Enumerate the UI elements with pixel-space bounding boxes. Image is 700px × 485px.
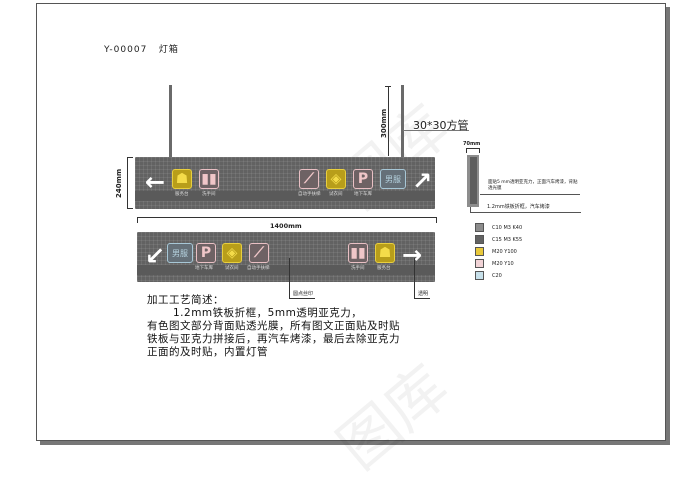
arrow-up-right-icon: ↗ bbox=[412, 167, 433, 195]
sign-band bbox=[137, 265, 435, 275]
arrow-right-icon: → bbox=[402, 241, 423, 269]
swatch bbox=[475, 223, 484, 232]
arrow-left-icon: ← bbox=[145, 168, 166, 196]
legend-label: C10 M3 K40 bbox=[492, 224, 523, 231]
sign-height-dimension-line bbox=[127, 157, 128, 209]
dim-tick bbox=[385, 86, 391, 87]
tube-callout-line bbox=[403, 130, 469, 131]
callout-line bbox=[289, 258, 290, 298]
process-notes: 加工工艺简述： 1.2mm铁板折框，5mm透明亚克力， 有色图文部分背面贴透光膜… bbox=[147, 294, 400, 359]
legend-label: C20 bbox=[492, 272, 502, 279]
service-desk-icon: ☗ bbox=[172, 169, 192, 189]
callout-line bbox=[480, 194, 580, 195]
restroom-icon: ▮▮ bbox=[348, 243, 368, 263]
caption: 地下车库 bbox=[354, 192, 372, 197]
fitting-room-icon: ◈ bbox=[222, 243, 242, 263]
drawing-code: Y-00007 bbox=[104, 45, 148, 55]
depth-label: 70mm bbox=[463, 141, 481, 147]
tube-label: 30*30方管 bbox=[413, 119, 469, 132]
caption: 自动手扶梯 bbox=[298, 192, 321, 197]
caption: 试衣间 bbox=[225, 266, 239, 271]
legend-item: C15 M3 K55 bbox=[475, 235, 522, 244]
notes-line: 有色图文部分背面贴透光膜，所有图文正面贴及时贴 bbox=[147, 320, 400, 332]
sign-band bbox=[135, 191, 435, 201]
caption: 洗手间 bbox=[351, 266, 365, 271]
color-legend: C10 M3 K40 C15 M3 K55 M20 Y100 M20 Y10 C… bbox=[475, 223, 555, 283]
notes-heading: 加工工艺简述： bbox=[147, 294, 224, 306]
drawing-frame bbox=[36, 3, 666, 441]
fitting-room-icon: ◈ bbox=[326, 169, 346, 189]
pole-height-label: 300mm bbox=[380, 108, 388, 138]
escalator-icon: ⟋ bbox=[299, 169, 319, 189]
front-panel-note: 面贴5 mm透明亚克力，正面汽车烤漆，背贴透光膜 bbox=[488, 180, 578, 191]
callout-line bbox=[414, 258, 415, 298]
sign-width-dimension-line bbox=[137, 217, 437, 223]
dim-tick bbox=[127, 157, 133, 158]
side-view-frame bbox=[467, 155, 479, 207]
legend-label: M20 Y10 bbox=[492, 260, 514, 267]
caption: 地下车库 bbox=[195, 266, 213, 271]
escalator-icon: ⟋ bbox=[249, 243, 269, 263]
dot-print-callout: 圆点丝印 bbox=[289, 290, 316, 299]
legend-label: C15 M3 K55 bbox=[492, 236, 523, 243]
legend-label: M20 Y100 bbox=[492, 248, 517, 255]
legend-item: C20 bbox=[475, 271, 502, 280]
caption: 自动手扶梯 bbox=[247, 266, 270, 271]
sign-width-label: 1400mm bbox=[270, 222, 302, 230]
hanging-pole-right bbox=[401, 85, 404, 157]
caption: 洗手间 bbox=[202, 192, 216, 197]
notes-line: 铁板与亚克力拼接后，再汽车烤漆，最后去除亚克力 bbox=[147, 333, 400, 345]
swatch bbox=[475, 247, 484, 256]
legend-item: C10 M3 K40 bbox=[475, 223, 522, 232]
pole-height-dimension-line bbox=[388, 86, 389, 156]
swatch bbox=[475, 271, 484, 280]
depth-dimension bbox=[466, 148, 480, 153]
drawing-title: Y-00007 灯箱 bbox=[104, 42, 179, 55]
caption: 服务台 bbox=[377, 266, 391, 271]
arrow-down-left-icon: ↙ bbox=[145, 242, 166, 270]
notes-line: 1.2mm铁板折框，5mm透明亚克力， bbox=[173, 307, 363, 319]
notes-line: 正面的及时贴，内置灯管 bbox=[147, 346, 268, 358]
frame-note: 1.2mm铁板折框，汽车烤漆 bbox=[487, 204, 550, 210]
legend-item: M20 Y10 bbox=[475, 259, 514, 268]
service-desk-icon: ☗ bbox=[375, 243, 395, 263]
swatch bbox=[475, 259, 484, 268]
sign-height-label: 240mm bbox=[115, 168, 123, 198]
drawing-name: 灯箱 bbox=[158, 45, 179, 55]
hanging-pole-left bbox=[169, 85, 172, 157]
parking-icon: P bbox=[353, 169, 373, 189]
sign-bottom: ↙ 男服 P 地下车库 ◈ 试衣间 ⟋ 自动手扶梯 ▮▮ 洗手间 ☗ 服务台 → bbox=[137, 232, 435, 282]
dim-tick bbox=[127, 208, 133, 209]
parking-icon: P bbox=[196, 243, 216, 263]
caption: 试衣间 bbox=[329, 192, 343, 197]
callout-line bbox=[470, 207, 581, 213]
sign-top: ← ☗ 服务台 ▮▮ 洗手间 ⟋ 自动手扶梯 ◈ 试衣间 P 地下车库 男服 ↗ bbox=[135, 157, 435, 209]
caption: 服务台 bbox=[175, 192, 189, 197]
legend-item: M20 Y100 bbox=[475, 247, 517, 256]
mens-wear-icon: 男服 bbox=[167, 243, 193, 263]
restroom-icon: ▮▮ bbox=[199, 169, 219, 189]
transparent-callout: 透明 bbox=[414, 290, 431, 299]
side-view-inner bbox=[470, 157, 477, 204]
swatch bbox=[475, 235, 484, 244]
mens-wear-icon: 男服 bbox=[380, 169, 406, 189]
